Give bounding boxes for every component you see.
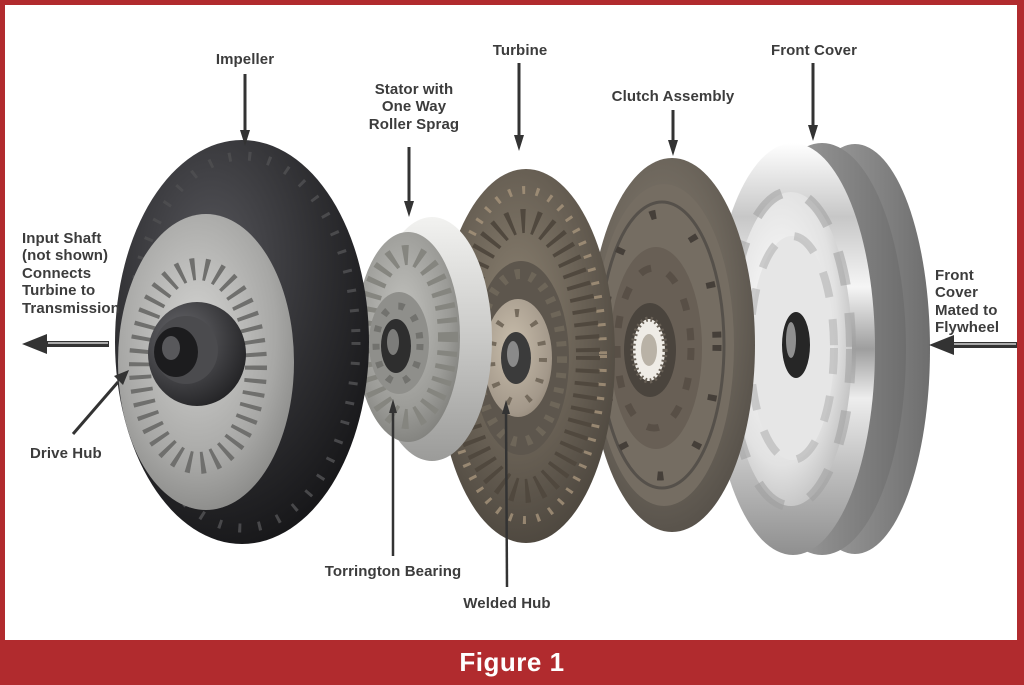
label-torrington-bearing: Torrington Bearing: [324, 563, 462, 580]
impeller-arrow: [240, 74, 250, 146]
stator-arrow: [404, 147, 414, 217]
annotation-arrows: [22, 63, 1017, 588]
clutch-assembly-graphic: [589, 158, 755, 532]
label-front-cover: Front Cover: [770, 42, 858, 59]
welded-hub-leader: [502, 400, 510, 588]
label-welded-hub: Welded Hub: [463, 595, 551, 612]
front-cover-arrow: [808, 63, 818, 141]
clutch-assembly-arrow: [668, 110, 678, 156]
torrington-bearing-leader: [389, 399, 397, 556]
figure-caption: Figure 1: [459, 647, 565, 677]
label-drive-hub: Drive Hub: [30, 445, 102, 462]
drive-hub-arrow: [71, 370, 129, 435]
label-input-shaft-note: Input Shaft (not shown) Connects Turbine…: [22, 230, 120, 317]
turbine-graphic: [437, 169, 615, 543]
diagram-area: Impeller Stator with One Way Roller Spra…: [5, 5, 1017, 640]
label-front-cover-mated: Front Cover Mated to Flywheel: [935, 267, 1000, 337]
front-cover-graphic: [711, 143, 930, 555]
label-stator: Stator with One Way Roller Sprag: [368, 81, 460, 133]
label-turbine: Turbine: [492, 42, 548, 59]
exploded-view-graphic: [22, 63, 1017, 588]
label-clutch-assembly: Clutch Assembly: [611, 88, 735, 105]
impeller-graphic: [115, 140, 369, 544]
stator-graphic: [356, 217, 492, 461]
input-shaft-arrow: [22, 334, 109, 354]
turbine-arrow: [514, 63, 524, 151]
flywheel-arrow: [929, 335, 1017, 355]
label-impeller: Impeller: [215, 51, 275, 68]
